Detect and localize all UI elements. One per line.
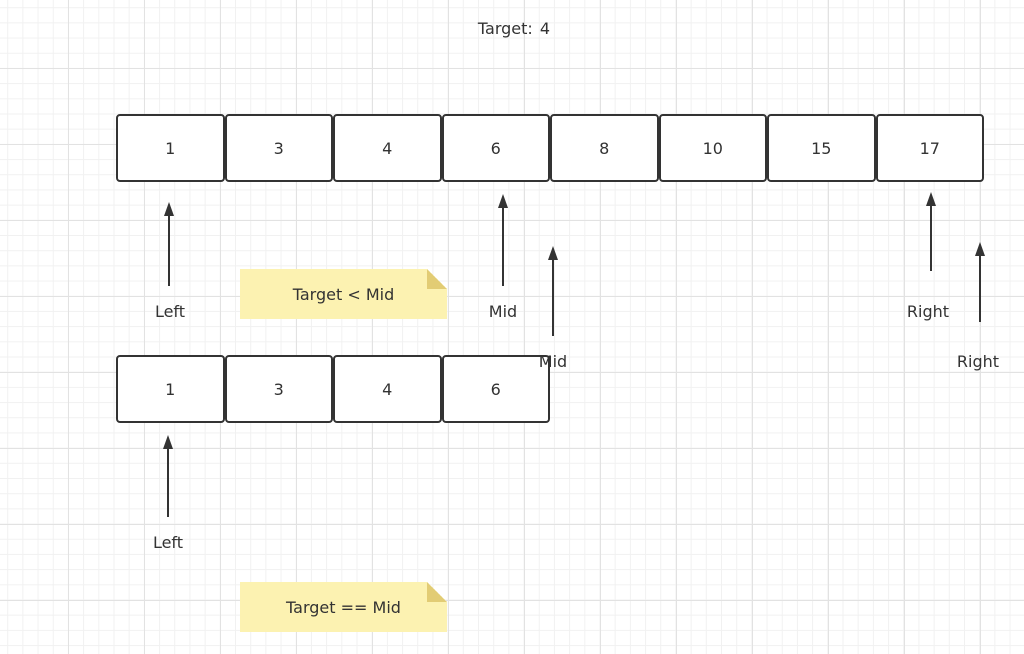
arrowhead-mid-step2 (548, 246, 558, 260)
pointer-label-left: Left (154, 302, 186, 321)
array-cell[interactable]: 6 (441, 355, 550, 423)
arrowhead-right-step2 (975, 242, 985, 256)
arrowhead-mid-step1 (498, 194, 508, 208)
array-cell[interactable]: 3 (224, 355, 333, 423)
array-cell[interactable]: 15 (767, 114, 876, 182)
array-cell[interactable]: 4 (333, 355, 442, 423)
note-target-equals-mid[interactable]: Target == Mid (240, 582, 447, 632)
note-text: Target < Mid (292, 284, 395, 304)
array-cell[interactable]: 8 (550, 114, 659, 182)
note-text: Target == Mid (286, 597, 401, 617)
pointer-label-mid: Mid (488, 302, 518, 321)
pointer-label-left: Left (152, 533, 184, 552)
target-value: 4 (539, 19, 551, 38)
arrowhead-left-step1 (164, 202, 174, 216)
array-cell[interactable]: 4 (333, 114, 442, 182)
array-cell[interactable]: 17 (875, 114, 984, 182)
pointer-label-right: Right (956, 352, 1000, 371)
array-subarray: 1 3 4 6 (116, 355, 550, 423)
array-cell[interactable]: 3 (224, 114, 333, 182)
array-cell[interactable]: 6 (441, 114, 550, 182)
note-target-less-than-mid[interactable]: Target < Mid (240, 269, 447, 319)
arrowhead-right-step1 (926, 192, 936, 206)
target-label-separator: : (527, 19, 533, 38)
array-full: 1 3 4 6 8 10 15 17 (116, 114, 984, 182)
pointer-label-mid: Mid (538, 352, 568, 371)
pointer-label-right: Right (906, 302, 950, 321)
target-label: Target: 4 (414, 18, 614, 40)
array-cell[interactable]: 10 (658, 114, 767, 182)
array-cell[interactable]: 1 (116, 114, 225, 182)
array-cell[interactable]: 1 (116, 355, 225, 423)
target-label-prefix: Target (477, 19, 528, 38)
arrowhead-left-step2 (163, 435, 173, 449)
